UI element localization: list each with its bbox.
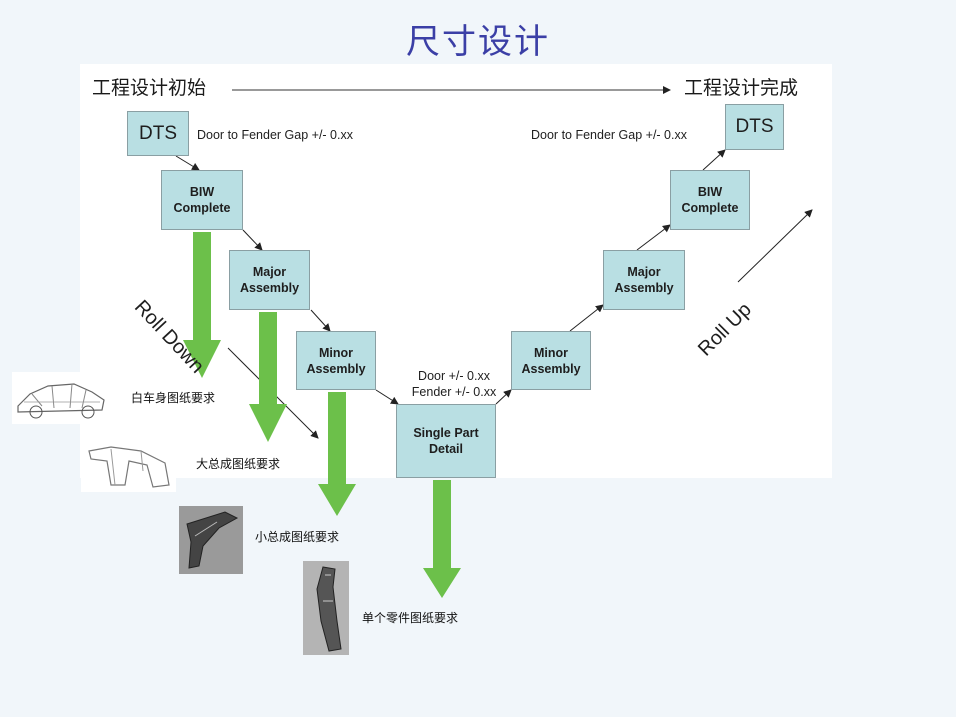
box-biw-complete-right: BIW Complete [670, 170, 750, 230]
requirement-body: 白车身图纸要求 [131, 391, 216, 405]
connector-major-minor [310, 309, 331, 332]
down-arrow-single [423, 480, 461, 598]
note-gap-right: Door to Fender Gap +/- 0.xx [531, 128, 687, 142]
box-single-part-detail: Single Part Detail [396, 404, 496, 478]
body-in-white-image [12, 372, 110, 424]
major-assembly-image [81, 441, 176, 492]
down-arrow-minor [318, 392, 356, 516]
requirement-part: 单个零件图纸要求 [362, 611, 459, 625]
down-arrow-major [249, 312, 287, 442]
down-arrow-biw [183, 232, 221, 378]
requirement-major: 大总成图纸要求 [196, 457, 281, 471]
connector-biw-major [242, 229, 263, 251]
box-major-assembly-left: Major Assembly [229, 250, 310, 310]
box-biw-complete-left: BIW Complete [161, 170, 243, 230]
connector-biw-dts [702, 149, 726, 171]
connector-minor-single [375, 389, 399, 405]
minor-assembly-image [179, 506, 243, 574]
box-minor-assembly-left: Minor Assembly [296, 331, 376, 390]
connector-single-minor [495, 389, 512, 405]
connector-major-biw [636, 224, 671, 251]
connector-dts-biw [175, 155, 200, 171]
box-major-assembly-right: Major Assembly [603, 250, 685, 310]
single-part-image [303, 561, 349, 655]
connector-minor-major [569, 304, 604, 332]
requirement-minor: 小总成图纸要求 [255, 530, 340, 544]
box-dts-left: DTS [127, 111, 189, 156]
note-door-fender: Door +/- 0.xx Fender +/- 0.xx [411, 369, 497, 399]
phase-end-label: 工程设计完成 [680, 73, 803, 100]
box-minor-assembly-right: Minor Assembly [511, 331, 591, 390]
note-gap-left: Door to Fender Gap +/- 0.xx [197, 128, 353, 142]
box-dts-right: DTS [725, 104, 784, 150]
roll-up-arrow [737, 209, 813, 283]
page-title: 尺寸设计 [406, 22, 550, 62]
phase-start-label: 工程设计初始 [88, 73, 211, 100]
